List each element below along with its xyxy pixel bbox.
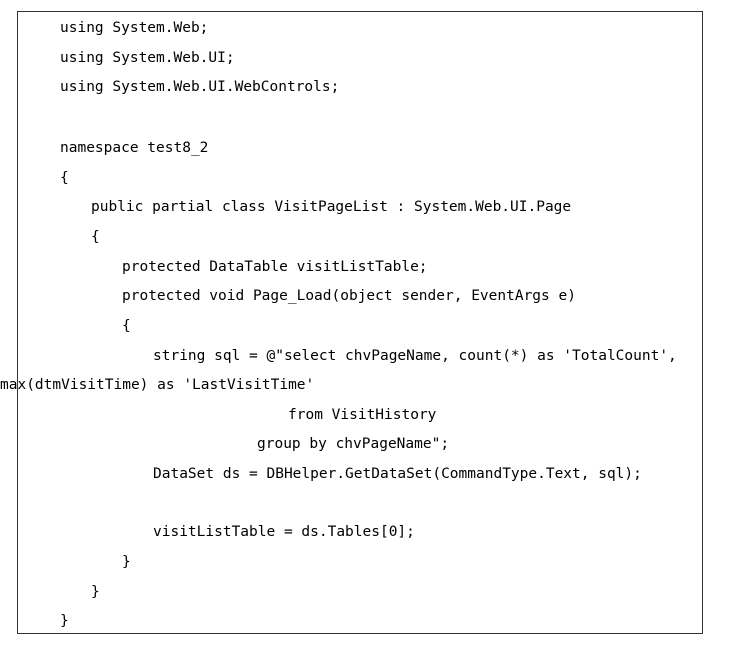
code-line: {: [91, 229, 100, 245]
code-box: [17, 11, 703, 634]
code-line: string sql = @"select chvPageName, count…: [153, 348, 677, 364]
code-line: public partial class VisitPageList : Sys…: [91, 199, 572, 215]
code-line: }: [122, 554, 131, 570]
code-line: using System.Web.UI;: [60, 50, 235, 66]
code-line: protected void Page_Load(object sender, …: [122, 288, 576, 304]
code-line: using System.Web.UI.WebControls;: [60, 79, 340, 95]
code-line: {: [122, 318, 131, 334]
code-line: from VisitHistory: [288, 407, 437, 423]
code-line: namespace test8_2: [60, 140, 209, 156]
code-line: using System.Web;: [60, 20, 209, 36]
code-line: }: [91, 584, 100, 600]
code-line: group by chvPageName";: [257, 436, 450, 452]
code-line: protected DataTable visitListTable;: [122, 259, 428, 275]
code-line: {: [60, 170, 69, 186]
code-line: visitListTable = ds.Tables[0];: [153, 524, 415, 540]
code-line: DataSet ds = DBHelper.GetDataSet(Command…: [153, 466, 642, 482]
code-line: }: [60, 613, 69, 629]
code-line: max(dtmVisitTime) as 'LastVisitTime': [0, 377, 315, 393]
